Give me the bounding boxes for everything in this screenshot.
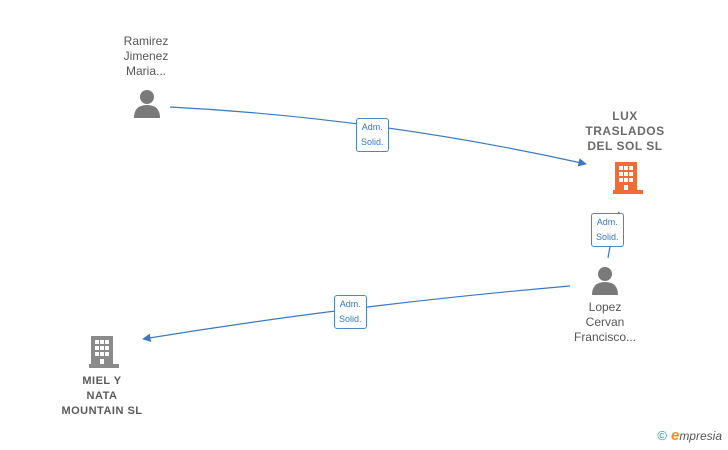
- building-icon[interactable]: [613, 160, 643, 194]
- person-icon[interactable]: [133, 88, 161, 118]
- node-label-ramirez[interactable]: Ramirez Jimenez Maria...: [123, 34, 169, 78]
- node-label-lux[interactable]: LUX TRASLADOS DEL SOL SL: [585, 109, 665, 153]
- copyright-icon: ©: [657, 428, 667, 443]
- edge-label-lopez-lux[interactable]: Adm. Solid.: [591, 213, 624, 247]
- brand-logo: © empresia: [657, 427, 722, 444]
- edge-label-lopez-miel[interactable]: Adm. Solid.: [334, 295, 367, 329]
- edge-label-ramirez-lux[interactable]: Adm. Solid.: [356, 118, 389, 152]
- node-label-miel[interactable]: MIEL Y NATA MOUNTAIN SL: [61, 375, 143, 417]
- brand-name: mpresia: [679, 429, 722, 443]
- brand-e: e: [670, 427, 680, 444]
- person-icon[interactable]: [591, 265, 619, 295]
- building-icon[interactable]: [89, 334, 119, 368]
- node-label-lopez[interactable]: Lopez Cervan Francisco...: [573, 300, 636, 344]
